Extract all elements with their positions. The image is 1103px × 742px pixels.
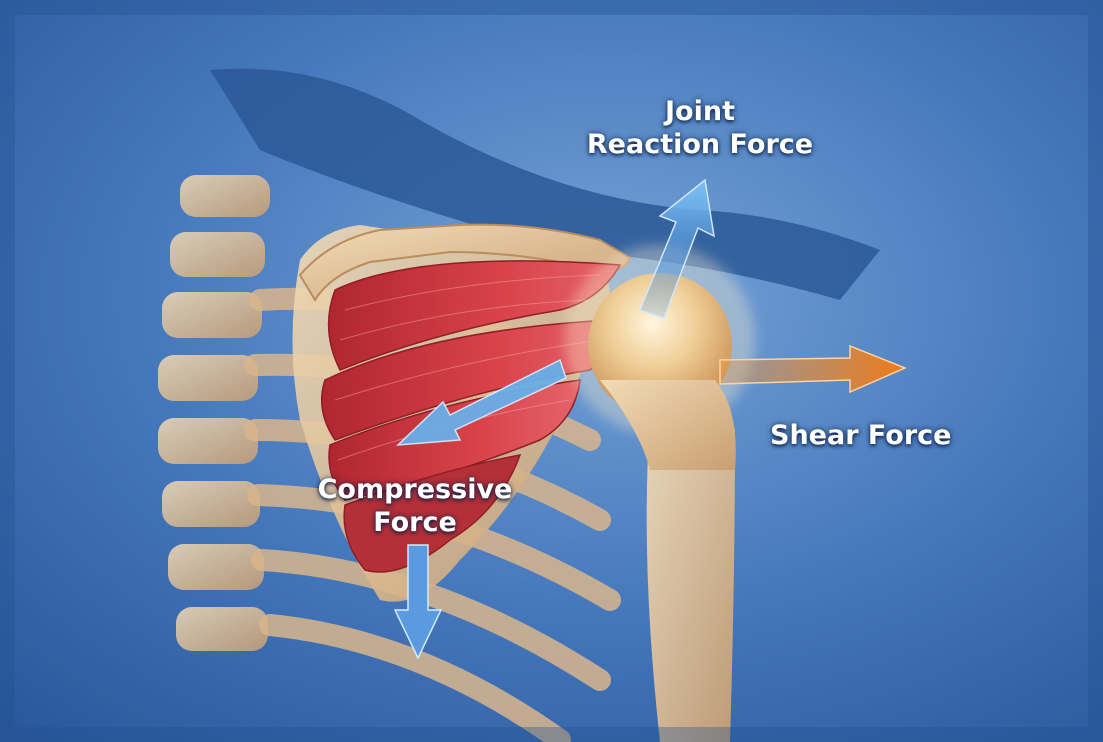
- compressive-line1: Compressive: [290, 474, 540, 507]
- compressive-line2: Force: [290, 507, 540, 540]
- joint-reaction-force-label: Joint Reaction Force: [555, 96, 845, 162]
- compressive-force-label: Compressive Force: [290, 474, 540, 540]
- shear-force-text: Shear Force: [770, 420, 970, 453]
- joint-reaction-line1: Joint: [555, 96, 845, 129]
- shear-force-label: Shear Force: [770, 420, 970, 453]
- joint-reaction-line2: Reaction Force: [555, 129, 845, 162]
